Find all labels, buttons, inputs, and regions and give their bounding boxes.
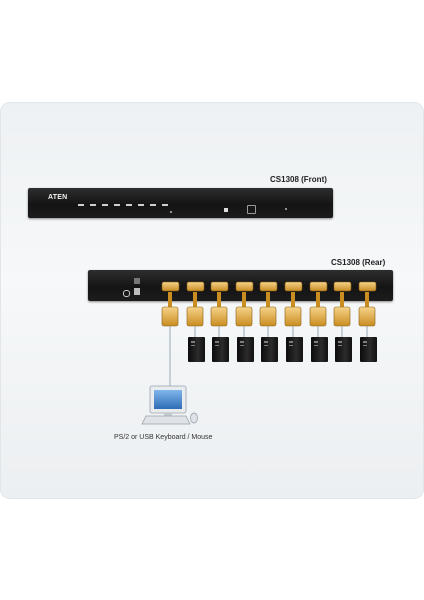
computer-tower-icon [335, 337, 352, 362]
computer-tower-icon [188, 337, 205, 362]
computer-tower-icon [237, 337, 254, 362]
rear-unit-label: CS1308 (Rear) [331, 258, 386, 267]
computer-cable [259, 292, 277, 337]
front-unit-label: CS1308 (Front) [270, 175, 327, 184]
console-cable [161, 292, 179, 392]
kvm-port [284, 281, 303, 292]
mouse-icon [190, 412, 198, 424]
computer-tower-icon [360, 337, 377, 362]
computer-tower-icon [261, 337, 278, 362]
port-led [78, 204, 84, 206]
kvm-port [309, 281, 328, 292]
kvm-port [358, 281, 377, 292]
port-led [126, 204, 132, 206]
keyboard-icon [141, 415, 191, 425]
computer-cable [210, 292, 228, 337]
computer-tower-icon [311, 337, 328, 362]
computer-cable [186, 292, 204, 337]
front-button [247, 205, 256, 214]
kvm-port [259, 281, 278, 292]
computer-cable [333, 292, 351, 337]
computer-cable [235, 292, 253, 337]
front-indicator [285, 208, 287, 210]
port-led [162, 204, 168, 206]
kvm-port [333, 281, 352, 292]
kvm-port [161, 281, 180, 292]
console-caption: PS/2 or USB Keyboard / Mouse [114, 434, 213, 441]
power-jack [134, 288, 140, 295]
console-port [134, 278, 140, 284]
computer-cable [358, 292, 376, 337]
brand-logo: ATEN [48, 194, 68, 201]
port-led [138, 204, 144, 206]
front-unit: ATEN [28, 188, 333, 218]
port-led [150, 204, 156, 206]
power-switch-icon [123, 290, 130, 297]
port-led [114, 204, 120, 206]
monitor-icon [149, 385, 187, 416]
port-led [102, 204, 108, 206]
kvm-port [186, 281, 205, 292]
computer-tower-icon [212, 337, 229, 362]
kvm-port [235, 281, 254, 292]
port-led [90, 204, 96, 206]
computer-cable [309, 292, 327, 337]
front-indicator [170, 211, 172, 213]
front-usb-port [224, 208, 228, 212]
computer-tower-icon [286, 337, 303, 362]
kvm-port [210, 281, 229, 292]
rear-kvm-ports [161, 281, 377, 292]
computer-cable [284, 292, 302, 337]
